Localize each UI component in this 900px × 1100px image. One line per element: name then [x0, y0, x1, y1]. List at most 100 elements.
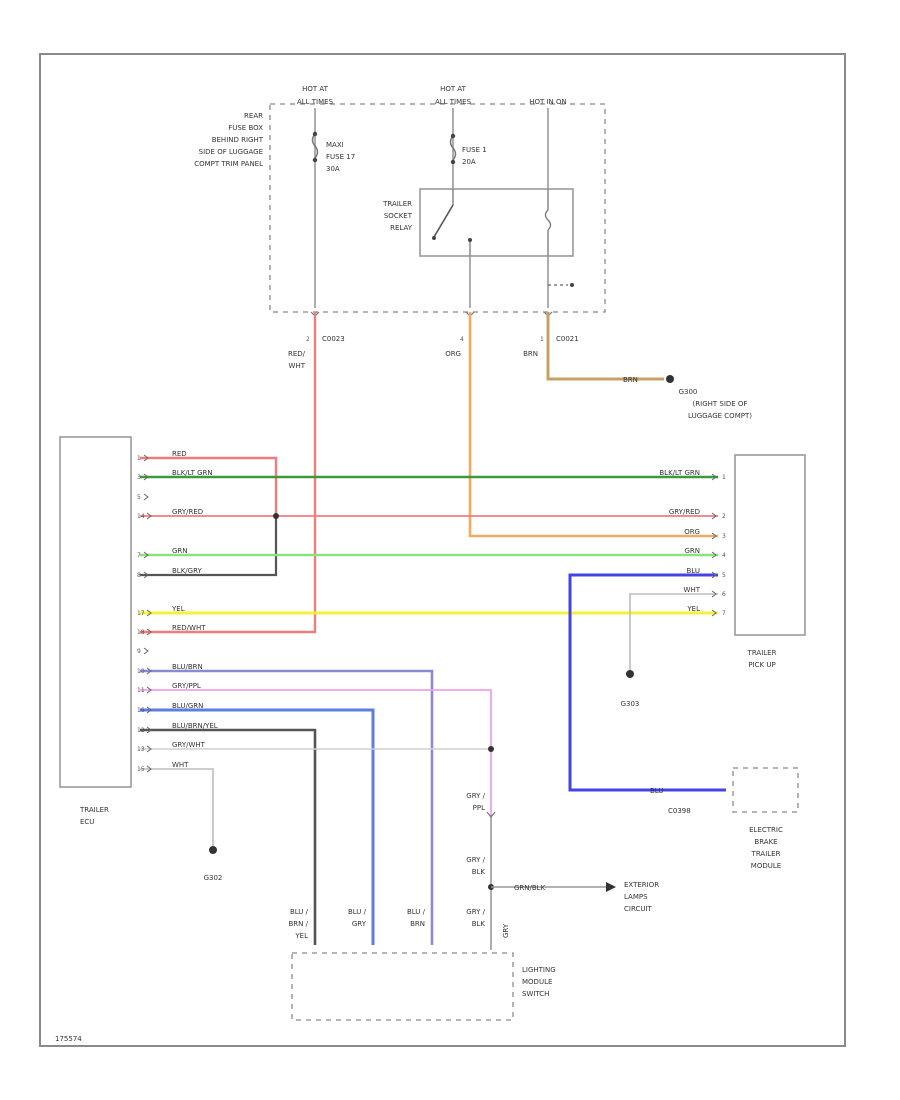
pickup-wire-label: GRN: [684, 547, 700, 555]
ecu-pin-number: 12: [137, 727, 145, 734]
pickup-pin-terminal: [711, 571, 717, 579]
pickup-pin-number: 3: [722, 533, 726, 540]
power-source-1: HOT AT ALL TIMES: [297, 85, 334, 106]
svg-text:ELECTRIC: ELECTRIC: [749, 826, 783, 834]
pickup-wire-label: BLU: [687, 567, 700, 575]
svg-text:BLU /: BLU /: [407, 908, 426, 916]
svg-text:FUSE 17: FUSE 17: [326, 153, 355, 161]
ecu-pin-terminal: [146, 706, 152, 714]
trailer-ecu: [59, 436, 132, 788]
svg-text:GRY /: GRY /: [466, 856, 485, 864]
pickup-pin-row: BLU 5: [687, 567, 726, 579]
svg-text:HOT AT: HOT AT: [440, 85, 467, 93]
svg-text:SIDE OF LUGGAGE: SIDE OF LUGGAGE: [199, 148, 263, 156]
pickup-pin-row: WHT 6: [684, 586, 726, 598]
lighting-module-switch-label: LIGHTING MODULE SWITCH: [522, 966, 556, 998]
pickup-pin-row: GRN 4: [684, 547, 726, 559]
ecu-pin-terminal: [146, 726, 152, 734]
ecu-pin-terminal: [146, 686, 152, 694]
splice-gry-red: [273, 513, 279, 519]
svg-text:MODULE: MODULE: [751, 862, 781, 870]
ecu-pin-terminal: [143, 473, 149, 481]
wire-wht-ecu: [140, 768, 214, 848]
svg-text:MODULE: MODULE: [522, 978, 552, 986]
pickup-wire-label: WHT: [684, 586, 701, 594]
svg-text:ALL TIMES: ALL TIMES: [435, 98, 472, 106]
ecu-pin-number: 14: [137, 513, 145, 520]
ecu-pin-number: 5: [137, 494, 141, 501]
ecu-pin-terminal: [143, 571, 149, 579]
wire-wht-pickup: [629, 593, 718, 672]
exterior-lamps-label: EXTERIOR LAMPS CIRCUIT: [624, 881, 659, 913]
ecu-wire-label: GRN: [172, 547, 188, 555]
pickup-wire-label: ORG: [684, 528, 700, 536]
svg-text:ORG: ORG: [445, 350, 461, 358]
svg-text:30A: 30A: [326, 165, 340, 173]
ecu-wire-label: WHT: [172, 761, 189, 769]
wire-gry-ppl: [140, 689, 492, 815]
svg-text:TRAILER: TRAILER: [382, 200, 412, 208]
maxi-fuse-17: MAXI FUSE 17 30A: [311, 131, 355, 173]
ecu-pin-row: 15 WHT: [137, 761, 189, 773]
ecu-pin-row: 5: [137, 493, 149, 501]
svg-text:PPL: PPL: [473, 804, 485, 812]
wire-org: [468, 312, 718, 538]
trailer-ecu-label: TRAILER ECU: [79, 806, 109, 826]
pickup-pin-terminal: [711, 512, 717, 520]
svg-text:RELAY: RELAY: [390, 224, 413, 232]
pickup-pin-number: 6: [722, 591, 726, 598]
diagram-footer-id: 175574: [55, 1035, 82, 1043]
connector-c0021: 1 C0021 BRN: [523, 335, 579, 358]
electric-brake-trailer-module-label: ELECTRIC BRAKE TRAILER MODULE: [749, 826, 783, 870]
pickup-pin-terminal: [711, 609, 717, 617]
ecu-pin-terminal: [143, 647, 149, 655]
ecu-pin-terminal: [146, 628, 152, 636]
wire-brn-ground: [546, 312, 664, 381]
svg-text:(RIGHT SIDE OF: (RIGHT SIDE OF: [693, 400, 748, 408]
pickup-wire-label: BLK/LT GRN: [659, 469, 700, 477]
svg-text:BRAKE: BRAKE: [754, 838, 777, 846]
ecu-wire-label: GRY/WHT: [172, 741, 206, 749]
pickup-pin-terminal: [711, 551, 717, 559]
ecu-pin-number: 3: [137, 474, 141, 481]
trailer-pick-up-label: TRAILER PICK UP: [747, 649, 777, 669]
svg-text:YEL: YEL: [294, 932, 308, 940]
svg-text:HOT AT: HOT AT: [302, 85, 329, 93]
ground-g300: [666, 375, 674, 383]
svg-text:FUSE BOX: FUSE BOX: [228, 124, 263, 132]
pickup-pin-number: 7: [722, 610, 726, 617]
ecu-pin-terminal: [146, 765, 152, 773]
ground-g303-label: G303: [621, 700, 640, 708]
ecu-wire-label: BLU/BRN: [172, 663, 203, 671]
ecu-pin-terminal: [146, 512, 152, 520]
ground-g303: [626, 670, 634, 678]
svg-text:BRN: BRN: [410, 920, 425, 928]
ecu-pin-number: 7: [137, 552, 141, 559]
svg-text:FUSE 1: FUSE 1: [462, 146, 487, 154]
ecu-pin-number: 15: [137, 766, 145, 773]
ground-g302-label: G302: [204, 874, 223, 882]
svg-text:MAXI: MAXI: [326, 141, 344, 149]
pickup-pin-number: 5: [722, 572, 726, 579]
ecu-pin-number: 16: [137, 707, 145, 714]
svg-text:BLK: BLK: [472, 920, 486, 928]
svg-text:BRN: BRN: [523, 350, 538, 358]
svg-text:BRN /: BRN /: [289, 920, 309, 928]
ecu-pin-terminal: [146, 745, 152, 753]
ecu-pin-number: 13: [137, 746, 145, 753]
ecu-wire-label: BLK/GRY: [172, 567, 202, 575]
svg-text:GRY /: GRY /: [466, 908, 485, 916]
ecu-wire-label: YEL: [171, 605, 185, 613]
pickup-pin-number: 4: [722, 552, 726, 559]
fuse-1: FUSE 1 20A: [449, 133, 487, 166]
svg-text:TRAILER: TRAILER: [751, 850, 781, 858]
svg-text:ALL TIMES: ALL TIMES: [297, 98, 334, 106]
